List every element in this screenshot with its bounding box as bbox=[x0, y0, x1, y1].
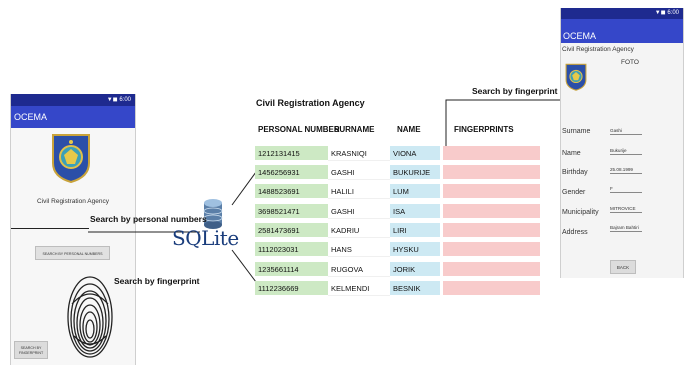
header-name: NAME bbox=[397, 125, 421, 134]
cell-surname: GASHI bbox=[328, 165, 390, 180]
cell-surname: RUGOVA bbox=[328, 262, 390, 277]
cell-fingerprint bbox=[443, 262, 540, 277]
cell-personal-number: 3698521471 bbox=[255, 204, 328, 219]
field-value-address[interactable]: Bajram Bahtiri bbox=[610, 225, 642, 232]
field-label-address: Address bbox=[562, 229, 588, 236]
cell-fingerprint bbox=[443, 165, 540, 180]
search-fingerprint-label-left: Search by fingerprint bbox=[114, 276, 200, 286]
divider bbox=[11, 228, 89, 229]
cell-name: HYSKU bbox=[390, 242, 440, 257]
cell-fingerprint bbox=[443, 242, 540, 257]
cell-name: ISA bbox=[390, 204, 440, 219]
database-icon bbox=[202, 198, 224, 230]
status-bar: ▼◼ 6:00 bbox=[561, 8, 683, 19]
agency-label: Civil Registration Agency bbox=[562, 46, 634, 53]
app-title: OCEMA bbox=[563, 31, 597, 41]
field-label-name: Name bbox=[562, 150, 581, 157]
app-bar: OCEMA bbox=[11, 106, 135, 128]
search-fingerprint-button[interactable]: SEARCH BY FINGERPRINT bbox=[14, 341, 48, 359]
field-value-surname[interactable]: Gashi bbox=[610, 128, 642, 135]
cell-name: LIRI bbox=[390, 223, 440, 238]
field-label-gender: Gender bbox=[562, 189, 586, 196]
cell-name: LUM bbox=[390, 184, 440, 199]
field-label-municipality: Municipality bbox=[562, 209, 599, 216]
cell-personal-number: 1112236669 bbox=[255, 281, 328, 296]
cell-surname: KADRIU bbox=[328, 223, 390, 238]
cell-personal-number: 1112023031 bbox=[255, 242, 328, 257]
cell-name: BESNIK bbox=[390, 281, 440, 296]
header-surname: SURNAME bbox=[334, 125, 375, 134]
cell-personal-number: 1488523691 bbox=[255, 184, 328, 199]
emblem-icon bbox=[565, 62, 587, 92]
db-to-table-line-top bbox=[231, 171, 257, 206]
app-title: OCEMA bbox=[14, 112, 48, 122]
emblem-icon bbox=[51, 133, 91, 183]
cell-name: JORIK bbox=[390, 262, 440, 277]
app-bar: OCEMA bbox=[561, 19, 683, 43]
cell-fingerprint bbox=[443, 204, 540, 219]
search-fingerprint-label-right: Search by fingerprint bbox=[472, 86, 558, 96]
cell-surname: KRASNIQI bbox=[328, 146, 390, 161]
cell-personal-number: 1212131415 bbox=[255, 146, 328, 161]
cell-personal-number: 1456256931 bbox=[255, 165, 328, 180]
cell-fingerprint bbox=[443, 281, 540, 296]
field-label-birthday: Birthday bbox=[562, 169, 588, 176]
agency-label: Civil Registration Agency bbox=[37, 198, 109, 205]
field-value-birthday[interactable]: 25.08.1999 bbox=[610, 167, 642, 174]
field-label-surname: Surname bbox=[562, 128, 591, 135]
header-fingerprints: FINGERPRINTS bbox=[454, 125, 514, 134]
fingerprint-icon bbox=[66, 274, 114, 360]
cell-personal-number: 1235661114 bbox=[255, 262, 328, 277]
search-personal-numbers-button[interactable]: SEARCH BY PERSONAL NUMBERS bbox=[35, 246, 110, 260]
db-to-table-line-bottom bbox=[231, 249, 257, 283]
back-button[interactable]: BACK bbox=[610, 260, 636, 274]
cell-name: VIONA bbox=[390, 146, 440, 161]
cell-name: BUKURIJE bbox=[390, 165, 440, 180]
cell-surname: HALILI bbox=[328, 184, 390, 199]
sqlite-logo: SQLite bbox=[172, 226, 239, 250]
field-value-gender[interactable]: F bbox=[610, 186, 642, 193]
cell-personal-number: 2581473691 bbox=[255, 223, 328, 238]
table-title: Civil Registration Agency bbox=[256, 98, 365, 108]
table-to-detail-line bbox=[445, 99, 560, 148]
cell-fingerprint bbox=[443, 223, 540, 238]
photo-placeholder-label: FOTO bbox=[621, 59, 639, 66]
search-personal-label: Search by personal numbers bbox=[90, 214, 207, 224]
left-phone-screen: ▼◼ 6:00 OCEMA Civil Registration Agency … bbox=[10, 94, 136, 365]
field-value-municipality[interactable]: MITROVICE bbox=[610, 206, 642, 213]
status-bar: ▼◼ 6:00 bbox=[11, 94, 135, 106]
field-value-name[interactable]: Bukurije bbox=[610, 148, 642, 155]
cell-surname: GASHI bbox=[328, 204, 390, 219]
header-personal-number: PERSONAL NUMBER bbox=[258, 125, 340, 134]
right-phone-screen: ▼◼ 6:00 OCEMA Civil Registration Agency … bbox=[560, 8, 684, 278]
cell-surname: KELMENDI bbox=[328, 281, 390, 296]
cell-surname: HANS bbox=[328, 242, 390, 257]
cell-fingerprint bbox=[443, 184, 540, 199]
cell-fingerprint bbox=[443, 146, 540, 161]
